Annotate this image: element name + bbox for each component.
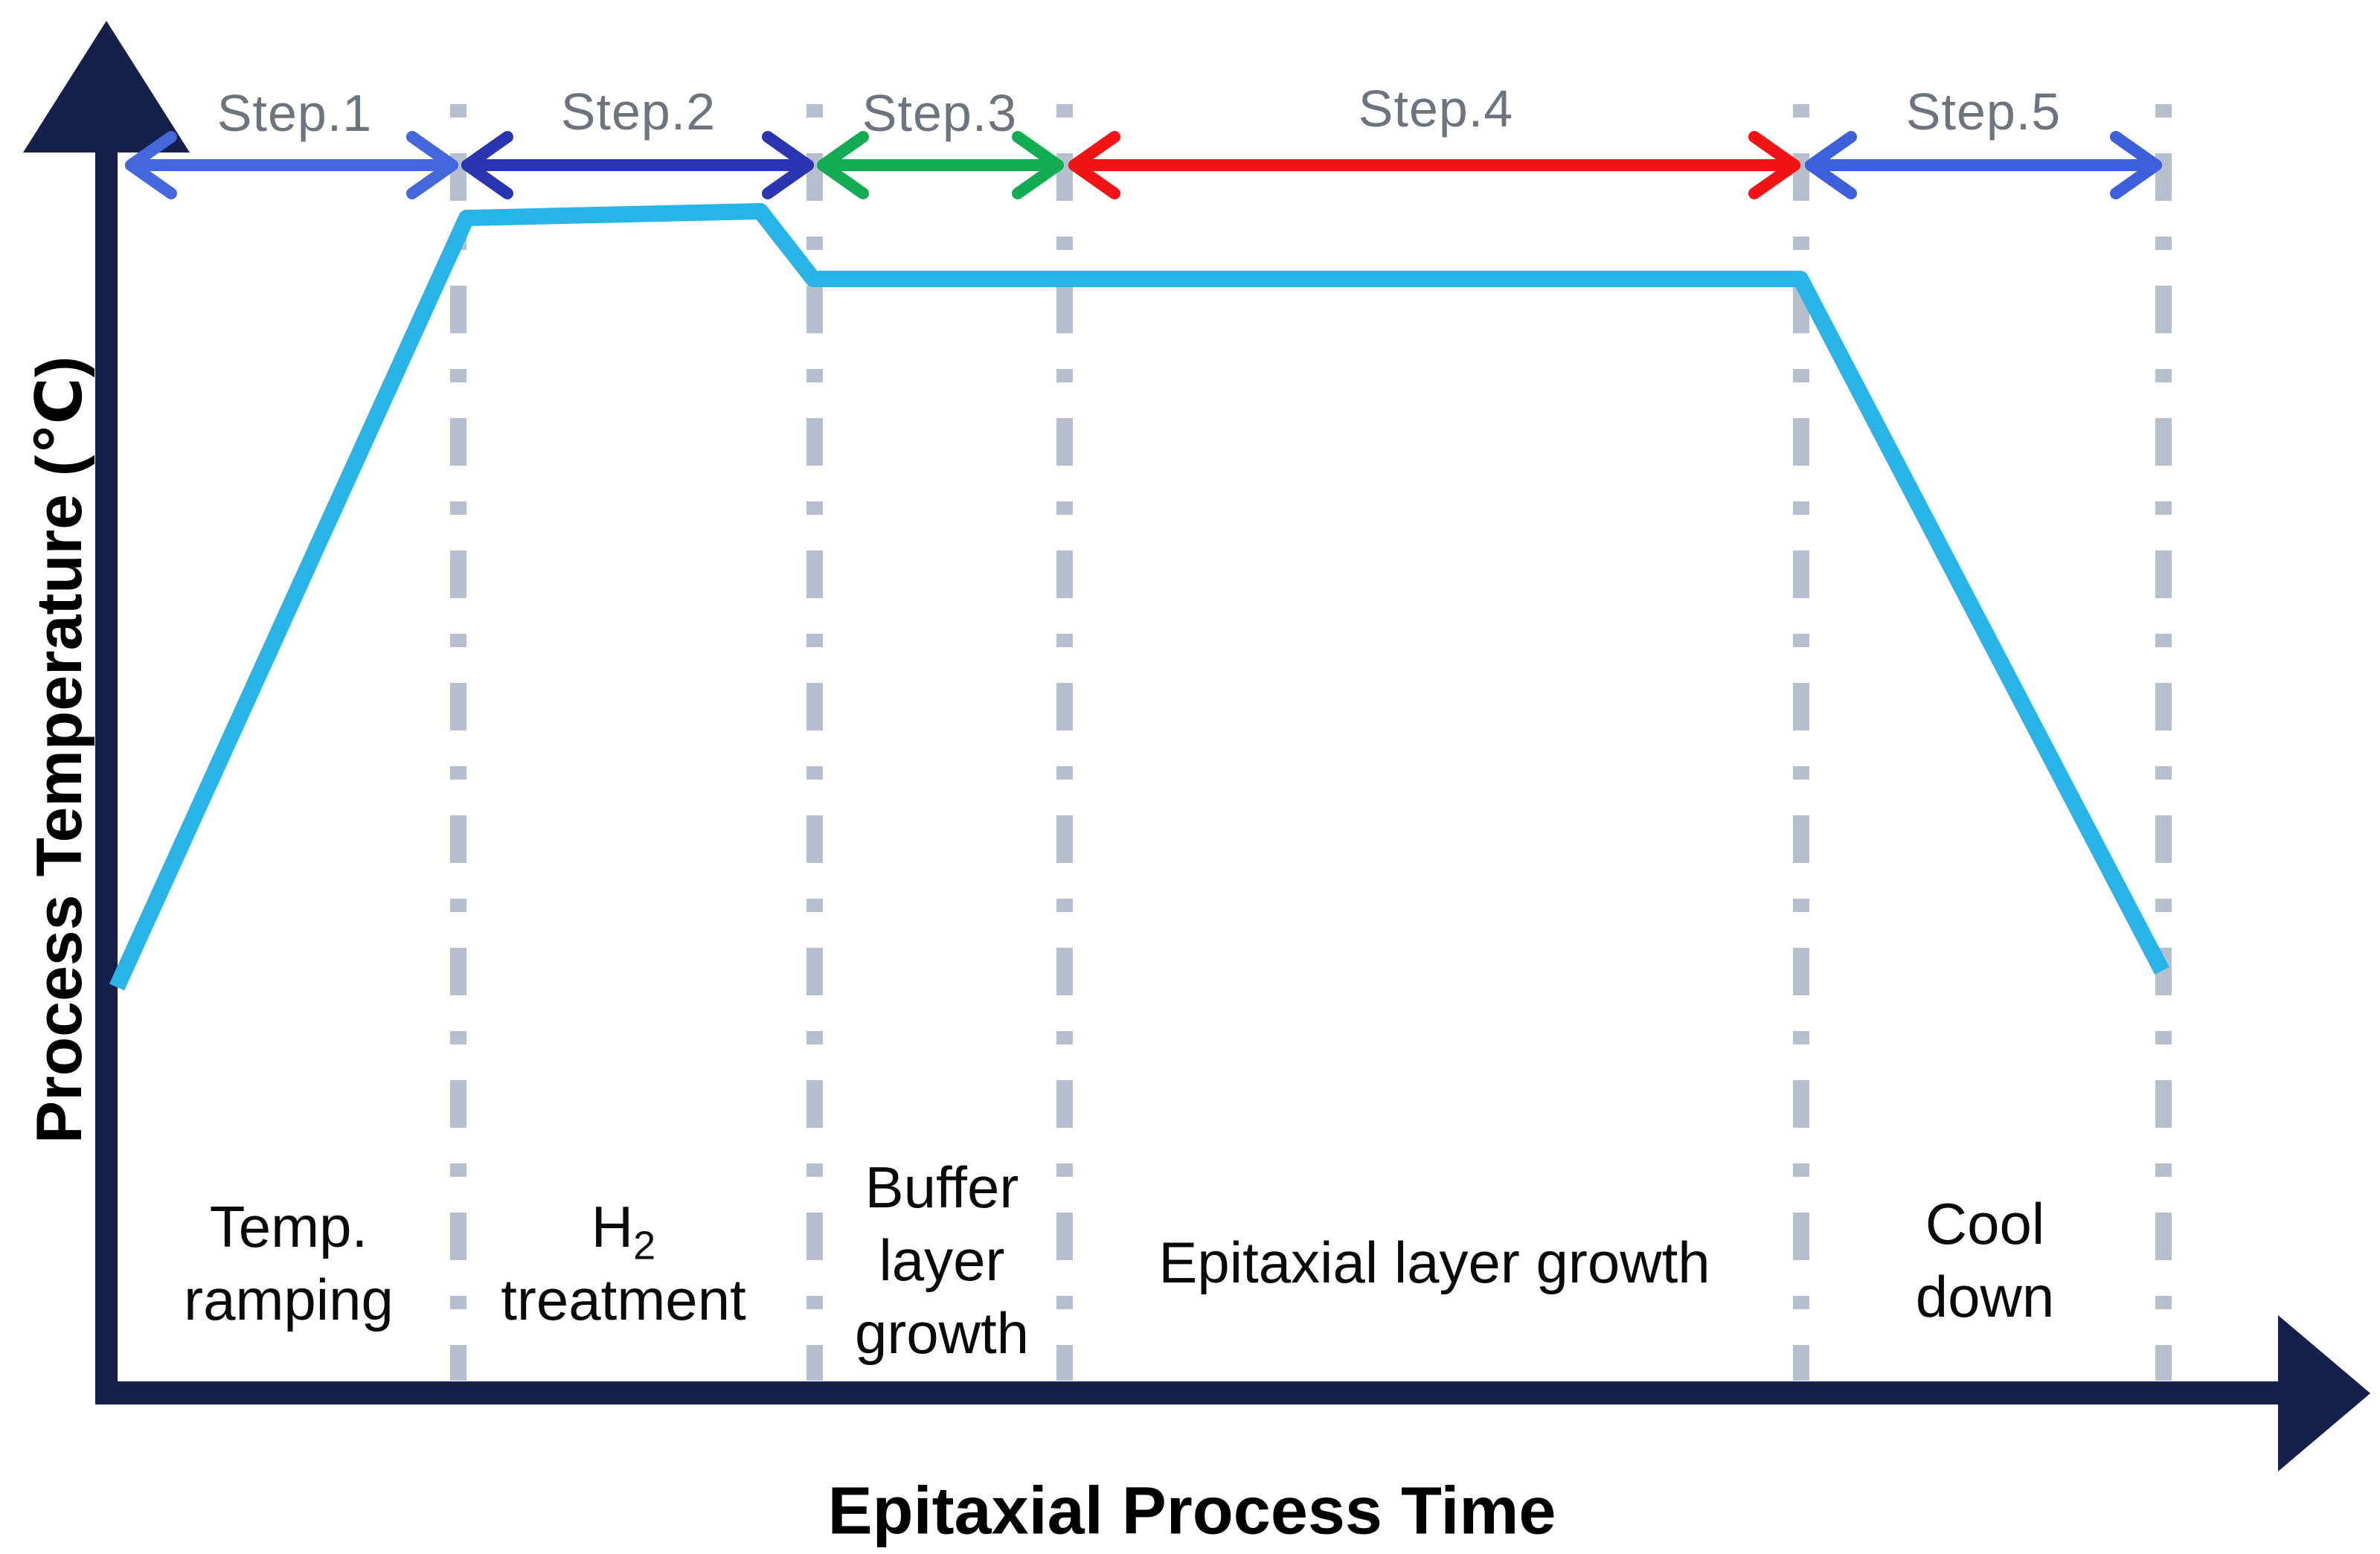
step-divider-lines (450, 104, 2172, 1381)
region-label-line: layer (879, 1227, 1005, 1293)
step-4-label: Step.4 (1358, 80, 1514, 138)
region-label-line: growth (854, 1300, 1030, 1366)
region-label-line: treatment (501, 1267, 746, 1332)
step-5-arrow (1805, 131, 2162, 199)
x-axis-line (95, 1381, 2288, 1404)
axes (23, 21, 2370, 1471)
region-label-h2-treatment: H2 treatment (501, 1190, 745, 1336)
step-1-label: Step.1 (216, 84, 373, 142)
region-label-cool-down: Cool down (1916, 1187, 2054, 1333)
region-label-line: H2 (591, 1194, 656, 1268)
region-label-line: ramping (184, 1267, 394, 1332)
region-label-temp-ramping: Temp. ramping (184, 1190, 394, 1336)
region-label-buffer-layer-growth: Buffer layer growth (855, 1151, 1029, 1370)
step-3-arrow (817, 131, 1064, 199)
step-2-arrow (461, 131, 814, 199)
y-axis-line (95, 138, 118, 1404)
y-axis-arrowhead-icon (23, 21, 190, 152)
x-axis-title: Epitaxial Process Time (827, 1474, 1556, 1549)
region-label-line: Buffer (865, 1155, 1019, 1220)
region-label-line: Temp. (209, 1194, 368, 1259)
region-label-line: Cool (1925, 1191, 2045, 1256)
step-2-label: Step.2 (560, 83, 716, 141)
x-axis-arrowhead-icon (2278, 1315, 2370, 1471)
step-1-arrow (125, 131, 458, 199)
y-axis-title: Process Temperature (℃) (24, 356, 95, 1144)
step-4-arrow (1068, 131, 1800, 199)
step-duration-arrows (125, 131, 2162, 199)
region-label-line: down (1915, 1264, 2055, 1329)
step-3-label: Step.3 (862, 84, 1018, 142)
step-5-label: Step.5 (1905, 83, 2062, 141)
region-label-epitaxial-layer-growth: Epitaxial layer growth (1158, 1230, 1710, 1295)
temperature-profile-curve (109, 203, 2169, 991)
